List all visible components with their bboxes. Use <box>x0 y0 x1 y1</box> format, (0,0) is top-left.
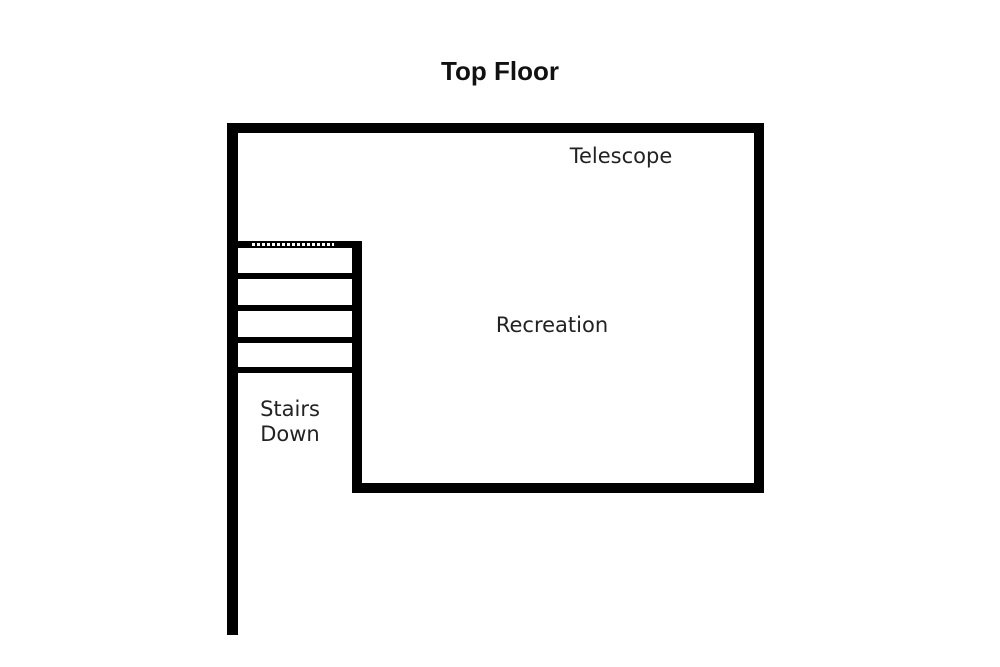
floor-title: Top Floor <box>441 56 559 86</box>
wall-left <box>227 123 238 635</box>
room-label-telescope: Telescope <box>569 144 673 168</box>
wall-bottom <box>352 483 764 493</box>
stair-tread <box>227 367 362 373</box>
wall-top <box>227 123 764 133</box>
room-label-stairs: Stairs <box>260 397 320 421</box>
room-label-stairs-down: Down <box>260 422 320 446</box>
walls <box>227 123 764 635</box>
wall-right <box>754 123 764 493</box>
room-label-recreation: Recreation <box>496 313 608 337</box>
stair-tread <box>227 337 362 343</box>
stair-tread <box>227 273 362 279</box>
stair-tread <box>227 305 362 311</box>
stair-treads <box>227 273 362 373</box>
